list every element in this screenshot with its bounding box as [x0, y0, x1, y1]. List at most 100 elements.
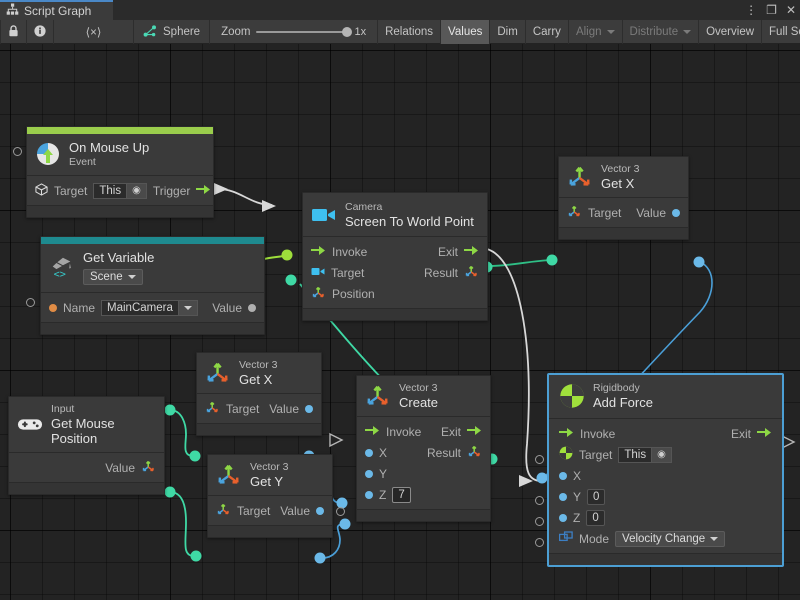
node-titles: Camera Screen To World Point	[345, 201, 474, 229]
result-label: Result	[427, 446, 461, 460]
relations-label: Relations	[385, 26, 433, 38]
zoom-control[interactable]: Zoom 1x	[210, 20, 378, 44]
carry-label: Carry	[533, 26, 561, 38]
node-footer	[357, 509, 490, 521]
port-rigidbody-mode[interactable]	[535, 538, 544, 547]
node-row-name-value: Name MainCamera Value	[49, 297, 256, 318]
node-subtitle: Rigidbody	[593, 382, 653, 394]
node-vector3-get-x-top[interactable]: Vector 3 Get X Target Val	[558, 156, 689, 240]
port-create-z[interactable]	[336, 507, 345, 516]
gameobject-icon	[35, 183, 48, 199]
node-header: Input Get Mouse Position	[9, 397, 164, 452]
node-vector3-get-x-mid[interactable]: Vector 3 Get X Target Val	[196, 352, 322, 436]
overview-button[interactable]: Overview	[699, 20, 762, 44]
camera-icon	[311, 202, 337, 228]
zoom-slider[interactable]	[256, 31, 348, 33]
node-footer	[9, 482, 164, 494]
node-row-target-result: Target Result	[311, 262, 479, 283]
node-body: Invoke Exit X Result	[357, 417, 490, 509]
value-port-group: Value	[636, 206, 680, 220]
node-titles: Rigidbody Add Force	[593, 382, 653, 410]
distribute-dropdown[interactable]: Distribute	[623, 20, 700, 44]
node-vector3-create[interactable]: Vector 3 Create Invoke Exit	[356, 375, 491, 522]
value-label: Value	[105, 461, 135, 475]
result-label: Result	[424, 266, 458, 280]
node-footer	[197, 423, 321, 435]
maximize-icon[interactable]: ❐	[766, 4, 777, 16]
port-rigidbody-z[interactable]	[535, 517, 544, 526]
x-label: X	[379, 446, 387, 460]
port-get-variable-name[interactable]	[26, 298, 35, 307]
float-port-icon	[559, 514, 567, 522]
node-body: Value	[9, 453, 164, 482]
target-label: Target	[331, 266, 364, 280]
node-row-invoke-exit: Invoke Exit	[559, 423, 772, 444]
node-row-target-value: Target Value	[216, 500, 324, 521]
tab-script-graph[interactable]: Script Graph	[0, 0, 113, 20]
align-label: Align	[576, 26, 602, 38]
full-screen-button[interactable]: Full Screen	[762, 20, 800, 44]
port-on-mouse-up-target[interactable]	[13, 147, 22, 156]
exit-port-group: Exit	[441, 425, 482, 439]
y-value-field[interactable]: 0	[587, 489, 605, 505]
mode-dropdown[interactable]: Velocity Change	[615, 531, 725, 547]
mode-label: Mode	[579, 532, 609, 546]
full-screen-label: Full Screen	[769, 26, 800, 38]
vector3-port-icon	[205, 400, 220, 417]
zoom-slider-knob[interactable]	[342, 27, 352, 37]
node-input-get-mouse-position[interactable]: Input Get Mouse Position Value	[8, 396, 165, 495]
node-row-invoke-exit: Invoke Exit	[365, 421, 482, 442]
value-port-group: Value	[105, 459, 156, 476]
node-footer	[27, 205, 213, 217]
target-value-field[interactable]: This ◉	[93, 183, 146, 199]
node-on-mouse-up[interactable]: On Mouse Up Event Target This ◉ Trigg	[26, 126, 214, 218]
node-row-z: Z 0	[559, 507, 772, 528]
target-label: Target	[226, 402, 259, 416]
graph-canvas[interactable]: On Mouse Up Event Target This ◉ Trigg	[0, 44, 800, 600]
value-port-group: Value	[280, 504, 324, 518]
mouse-up-icon	[35, 141, 61, 167]
target-picker-icon[interactable]: ◉	[126, 183, 147, 199]
graph-object-button[interactable]: Sphere	[134, 20, 210, 44]
code-view-button[interactable]: ⟨×⟩	[54, 20, 134, 44]
node-subtitle: Camera	[345, 201, 474, 213]
z-value-field[interactable]: 7	[392, 487, 410, 503]
node-subtitle: Vector 3	[399, 382, 438, 394]
z-value-field[interactable]: 0	[586, 510, 604, 526]
target-value-field[interactable]: This ◉	[618, 447, 671, 463]
node-get-variable[interactable]: <> Get Variable Scene Name Main	[40, 236, 265, 335]
values-button[interactable]: Values	[441, 20, 490, 44]
value-label: Value	[212, 301, 242, 315]
kebab-menu-icon[interactable]: ⋮	[745, 4, 757, 16]
arrow-right-green-icon	[365, 425, 380, 439]
carry-button[interactable]: Carry	[526, 20, 569, 44]
info-button[interactable]	[27, 20, 54, 44]
close-icon[interactable]: ✕	[786, 4, 796, 16]
y-label: Y	[379, 467, 387, 481]
variable-scope-dropdown[interactable]: Scene	[83, 269, 143, 285]
value-port-group: Value	[269, 402, 313, 416]
dim-button[interactable]: Dim	[490, 20, 525, 44]
arrow-right-green-icon	[757, 427, 772, 441]
arrow-right-green-icon	[467, 425, 482, 439]
lock-button[interactable]	[0, 20, 27, 44]
node-row-position: Position	[311, 283, 479, 304]
camera-port-icon	[311, 266, 325, 280]
x-label: X	[573, 469, 581, 483]
node-title: Screen To World Point	[345, 214, 474, 229]
node-titles: Vector 3 Get X	[239, 359, 278, 387]
variable-name-field[interactable]: MainCamera	[101, 300, 198, 316]
node-vector3-get-y[interactable]: Vector 3 Get Y Target Val	[207, 454, 333, 538]
node-rigidbody-add-force[interactable]: Rigidbody Add Force Invoke Exit	[548, 374, 783, 566]
node-subtitle: Vector 3	[239, 359, 278, 371]
node-footer	[303, 308, 487, 320]
port-rigidbody-target[interactable]	[535, 455, 544, 464]
align-dropdown[interactable]: Align	[569, 20, 623, 44]
target-picker-icon[interactable]: ◉	[651, 447, 672, 463]
node-screen-to-world-point[interactable]: Camera Screen To World Point Invoke Exit	[302, 192, 488, 321]
node-subtitle: Input	[51, 403, 156, 415]
relations-button[interactable]: Relations	[378, 20, 441, 44]
variable-name-dropdown-icon[interactable]	[178, 300, 198, 316]
port-rigidbody-y[interactable]	[535, 496, 544, 505]
